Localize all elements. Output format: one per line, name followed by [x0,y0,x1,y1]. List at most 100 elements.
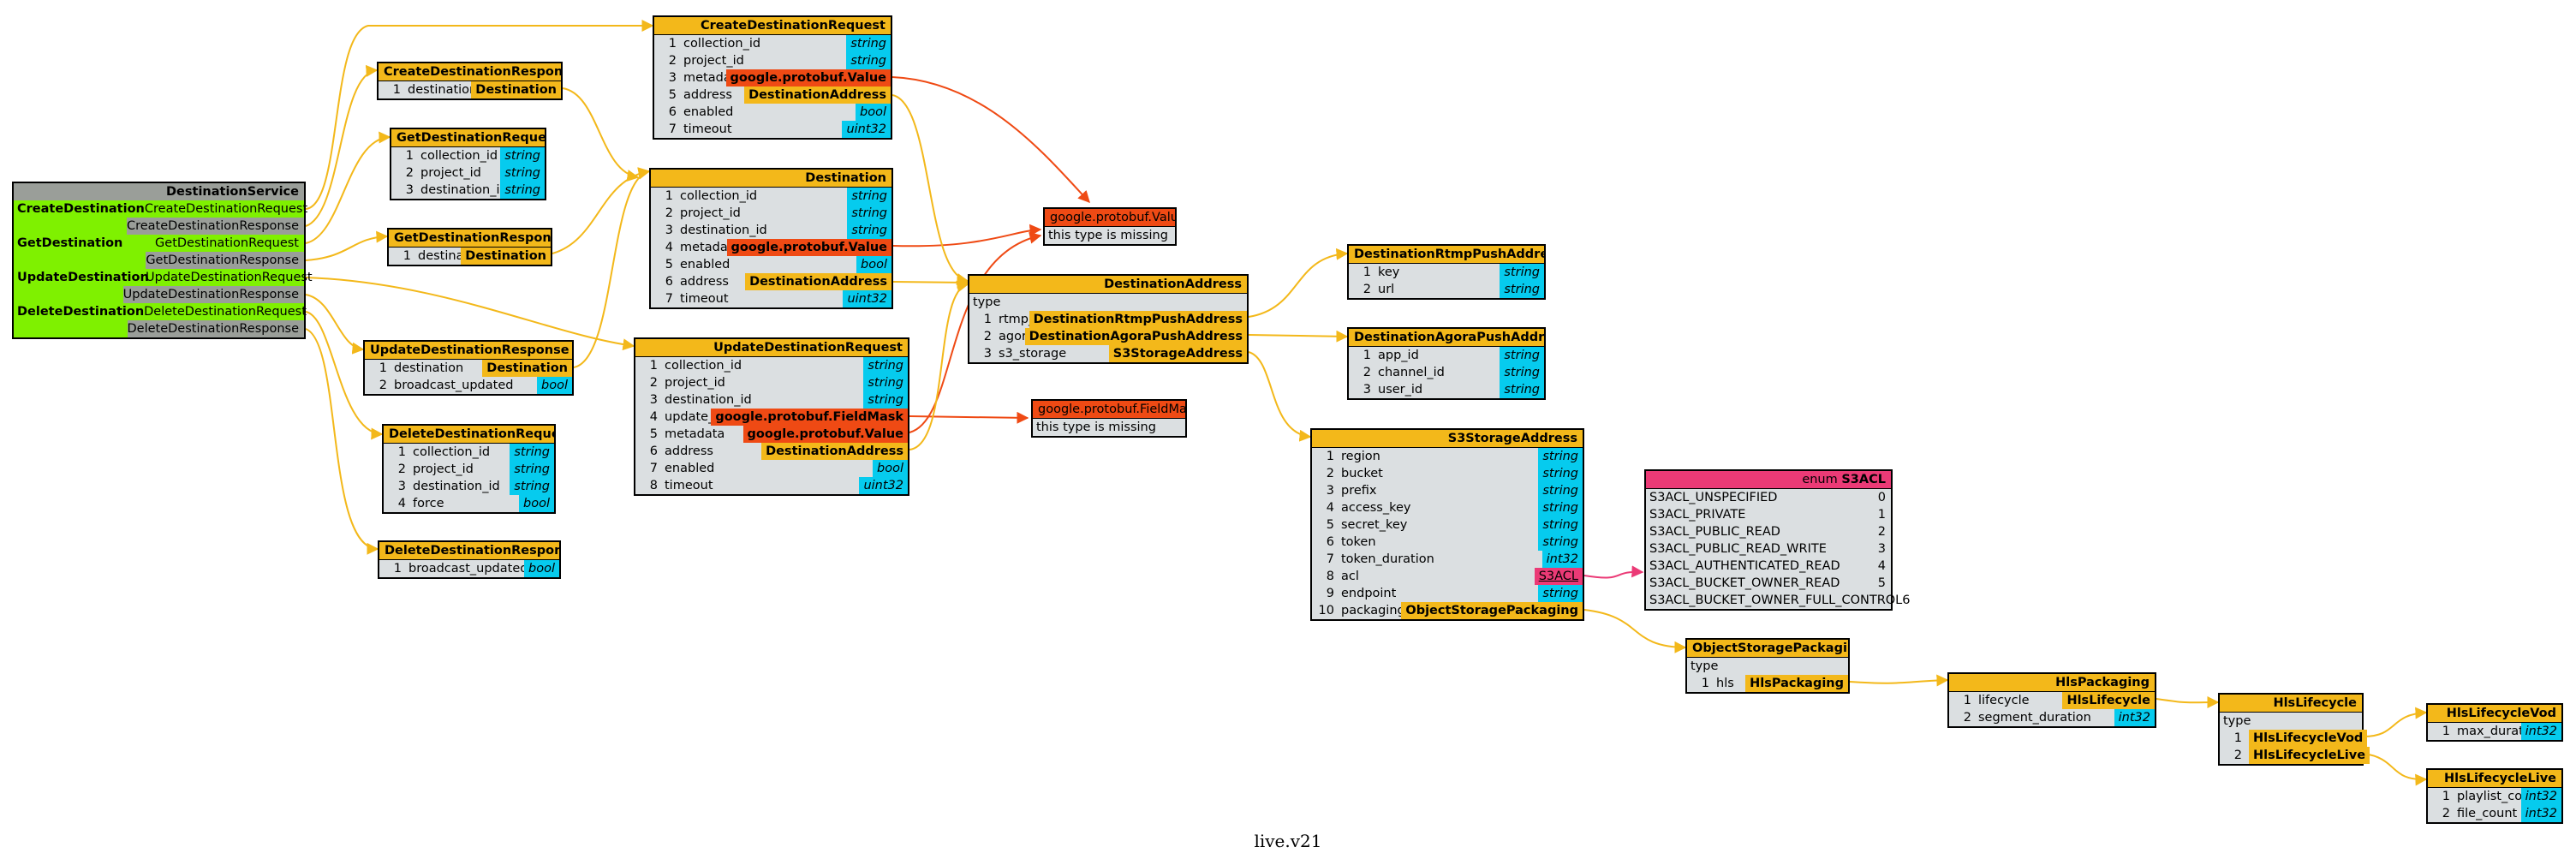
field-type[interactable]: uint32 [859,477,908,494]
field-type[interactable]: string [847,188,891,205]
field-type[interactable]: string [1500,264,1544,281]
field-type[interactable]: google.protobuf.Value [725,69,891,86]
field-type[interactable]: string [1538,499,1583,516]
node-hls-lifecycle[interactable]: HlsLifecycletype1vodHlsLifecycleVod2live… [2218,693,2370,766]
field-type[interactable]: HlsLifecycleLive [2249,747,2370,764]
node-missing-protobuf-fieldmask[interactable]: google.protobuf.FieldMask this type is m… [1031,399,1187,438]
field-type[interactable]: HlsPackaging [1745,675,1848,692]
field-type[interactable]: string [847,205,891,222]
field-type[interactable]: DestinationAddress [745,273,891,290]
field-type[interactable]: uint32 [843,290,891,307]
field-type[interactable]: google.protobuf.Value [742,426,908,443]
field-type[interactable]: ObjectStoragePackaging [1401,602,1583,619]
rpc-response[interactable]: DeleteDestinationResponse [127,320,304,337]
field-type[interactable]: DestinationAddress [761,443,908,460]
field-type[interactable]: int32 [2114,709,2155,726]
rpc-request[interactable]: CreateDestinationRequest [144,202,308,216]
field-type[interactable]: bool [856,104,891,121]
node-delete-destination-request[interactable]: DeleteDestinationRequest1collection_idst… [382,424,556,514]
field-type[interactable]: string [863,357,908,374]
field-type[interactable]: DestinationRtmpPushAddress [1029,311,1247,328]
field-type[interactable]: string [1538,465,1583,482]
field-type[interactable]: string [863,374,908,391]
field-type[interactable]: string [510,478,554,495]
rpc-response[interactable]: GetDestinationResponse [146,252,304,269]
field-row[interactable]: 2liveHlsLifecycleLive [2220,747,2370,764]
field-type[interactable]: string [510,461,554,478]
field-type[interactable]: string [1538,534,1583,551]
field-row[interactable]: 2agoraDestinationAgoraPushAddress [969,328,1247,345]
rpc-response-row[interactable]: CreateDestinationResponse [14,218,304,235]
node-destination-agora-push-address[interactable]: DestinationAgoraPushAddress1app_idstring… [1347,327,1546,400]
field-type[interactable]: bool [524,560,559,577]
field-type[interactable]: Destination [482,360,572,377]
field-type[interactable]: HlsLifecycle [2062,692,2155,709]
field-type[interactable]: string [846,35,891,52]
field-type[interactable]: S3StorageAddress [1108,345,1247,362]
field-type[interactable]: int32 [2520,788,2561,805]
field-type[interactable]: int32 [2520,805,2561,822]
field-type[interactable]: string [1500,381,1544,398]
node-get-destination-response[interactable]: GetDestinationResponse1destinationDestin… [387,228,552,266]
field-type[interactable]: string [500,164,545,182]
field-type[interactable]: string [846,52,891,69]
rpc-request[interactable]: GetDestinationRequest [155,236,299,250]
node-delete-destination-response[interactable]: DeleteDestinationResponse1broadcast_upda… [378,540,561,579]
field-type[interactable]: HlsLifecycleVod [2249,730,2368,747]
rpc-request[interactable]: UpdateDestinationRequest [146,271,313,284]
field-type[interactable]: DestinationAgoraPushAddress [1024,328,1247,345]
rpc-request[interactable]: DeleteDestinationRequest [144,305,307,319]
rpc-response-row[interactable]: GetDestinationResponse [14,252,304,269]
field-type[interactable]: google.protobuf.FieldMask [711,409,908,426]
field-row[interactable]: 1vodHlsLifecycleVod [2220,730,2368,747]
node-missing-protobuf-value[interactable]: google.protobuf.Value this type is missi… [1043,207,1177,246]
field-type[interactable]: string [1538,516,1583,534]
field-type[interactable]: string [1538,482,1583,499]
field-type[interactable]: Destination [461,248,551,265]
